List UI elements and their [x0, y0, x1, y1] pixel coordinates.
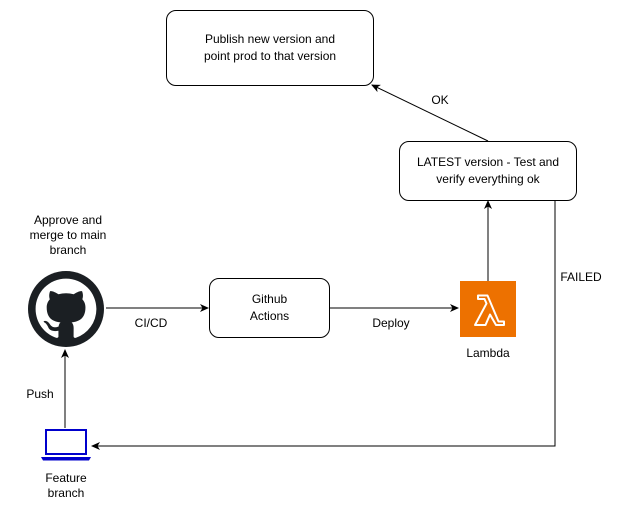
edge-ok [371, 84, 489, 142]
publish-version-box[interactable]: Publish new version and point prod to th… [166, 10, 374, 86]
laptop-icon[interactable] [40, 428, 92, 462]
edge-label-deploy: Deploy [368, 316, 414, 331]
github-caption: Approve and merge to main branch [29, 213, 107, 257]
github-actions-box[interactable]: Github Actions [209, 278, 330, 338]
edge-label-cicd: CI/CD [131, 316, 171, 331]
edge-label-ok: OK [428, 93, 452, 108]
lambda-label: Lambda [466, 346, 510, 360]
edge-failed [91, 201, 556, 450]
github-octocat-icon[interactable] [28, 271, 104, 347]
aws-lambda-icon[interactable] [460, 281, 516, 337]
latest-version-box[interactable]: LATEST version - Test and verify everyth… [399, 141, 577, 201]
edge-label-push: Push [26, 387, 54, 401]
edge-label-failed: FAILED [556, 270, 606, 285]
laptop-caption: Feature branch [45, 471, 87, 500]
